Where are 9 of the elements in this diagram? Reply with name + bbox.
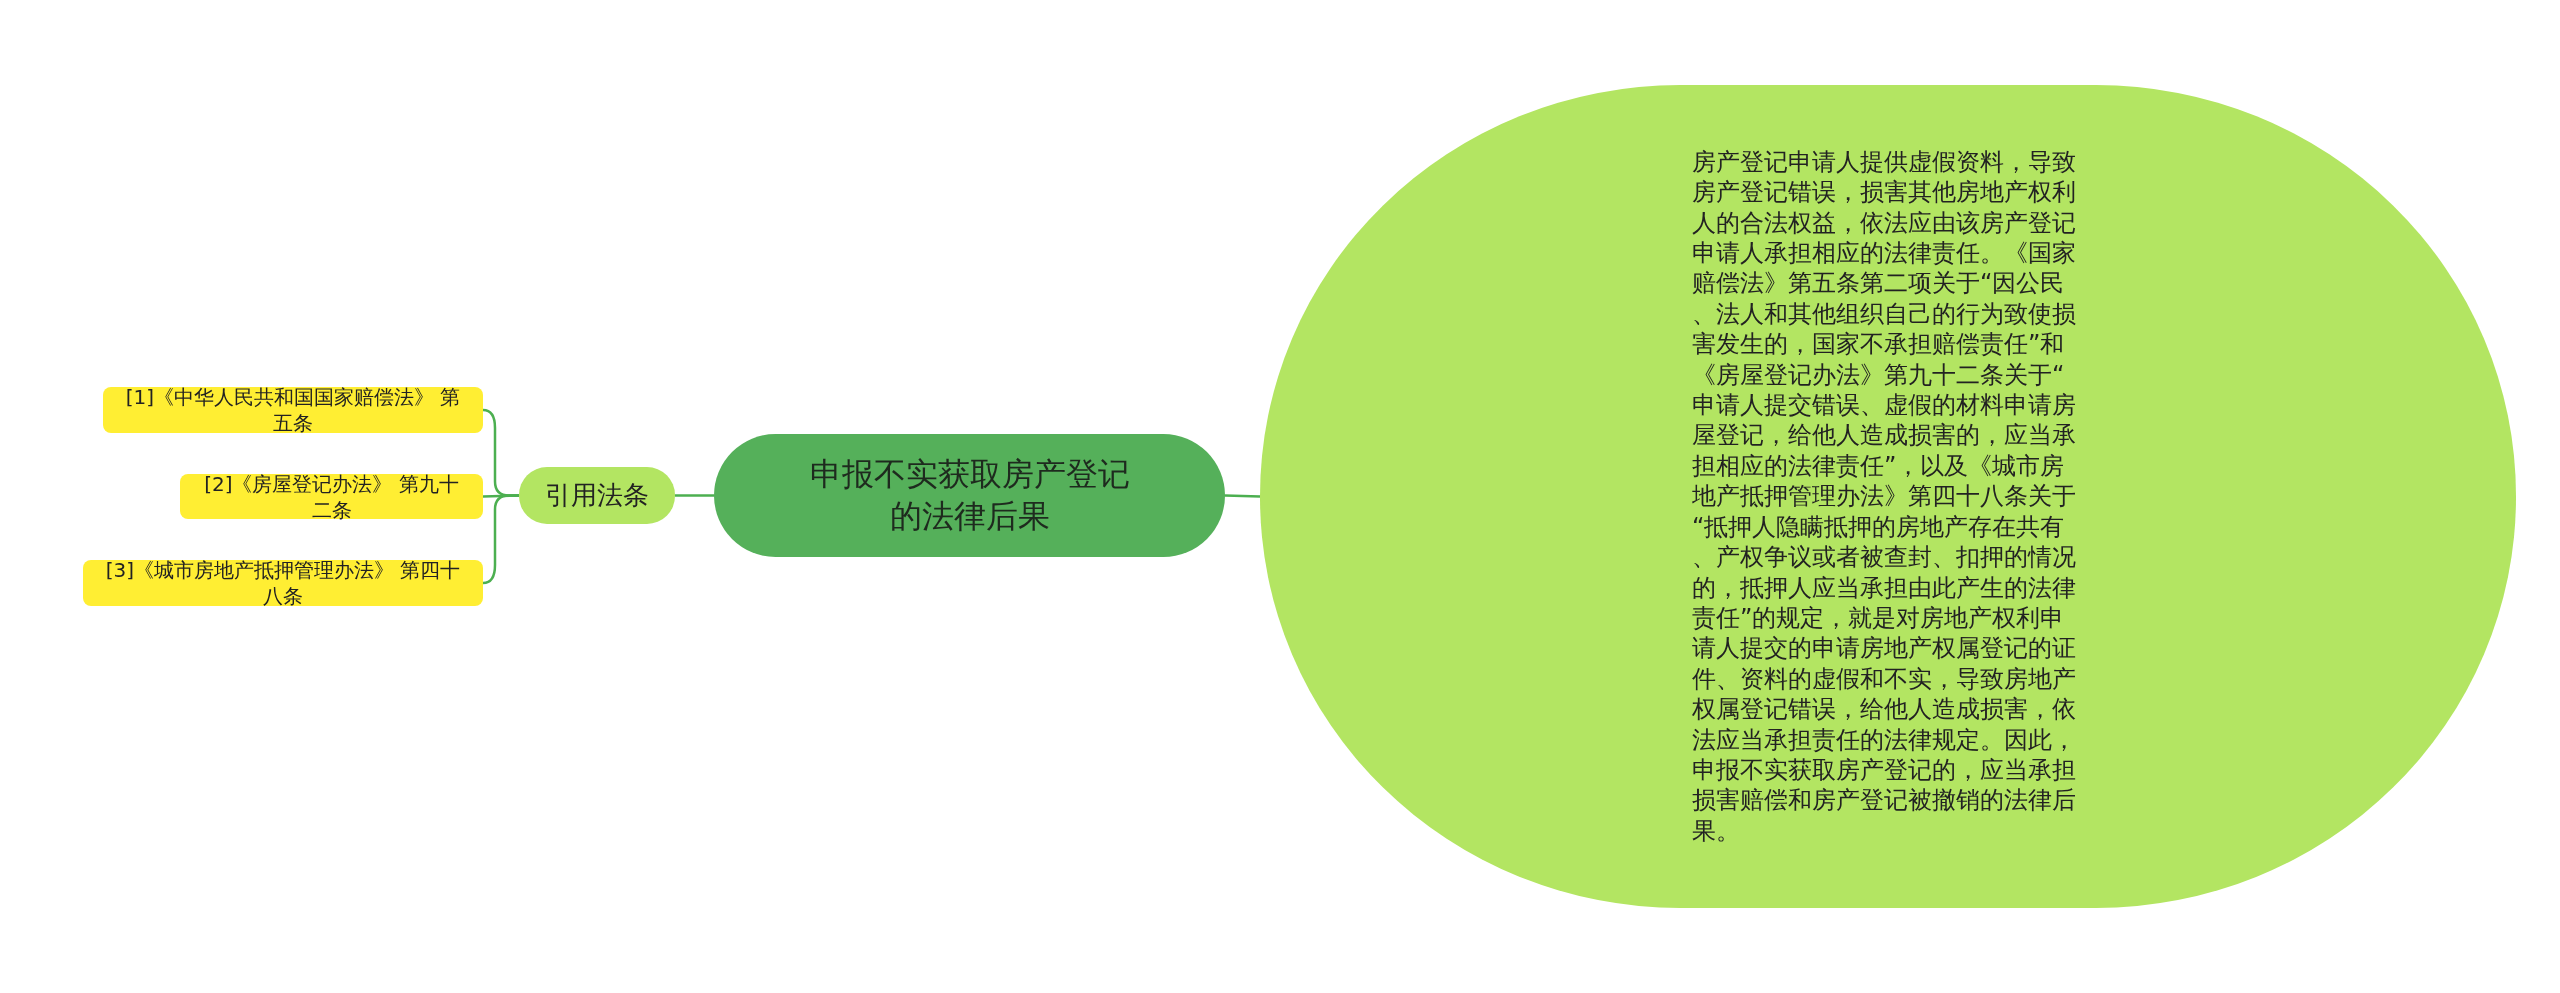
paragraph: 房产登记申请人提供虚假资料，导致房产登记错误，损害其他房地产权利人的合法权益，依法应由该房产登记申请人承担相应的法律责任。《国家赔偿法》第五条第二项关于“因公民、法人和其他组织自己的行为致使损害发生的，国家不承担赔偿责任”和《房屋登记办法》第九十二条关于“申请人提交错误、虚假的材料申请房屋登记，给他人造成损害的，应当承担相应的法律责任”，以及《城市房地产抵押管理办法》第四十八条关于“抵押人隐瞒抵押的房地产存在共有、产权争议或者被查封、扣押的情况的，抵押人应当承担由此产生的法律责任”的规定，就是对房地产权利申请人提交的申请房地产权属登记的证件、资料的虚假和不实，导致房地产权属登记错误，给他人造成损害，依法应当承担责任的法律规定。因此，申报不实获取房产登记的，应当承担损害赔偿和房产登记被撤销的法律后果。 xyxy=(1692,146,2077,847)
reference-box: [2]《房屋登记办法》 第九十二条 xyxy=(180,474,483,519)
subtopic-box: 引用法条 xyxy=(519,467,675,524)
reference-box: [3]《城市房地产抵押管理办法》 第四十八条 xyxy=(83,560,483,606)
connector-line xyxy=(675,494,714,497)
reference-box: [1]《中华人民共和国国家赔偿法》 第五条 xyxy=(103,387,483,433)
connector-line xyxy=(482,494,519,585)
connector-line xyxy=(1224,494,1261,498)
topic-box: 申报不实获取房产登记的法律后果 xyxy=(714,434,1225,557)
